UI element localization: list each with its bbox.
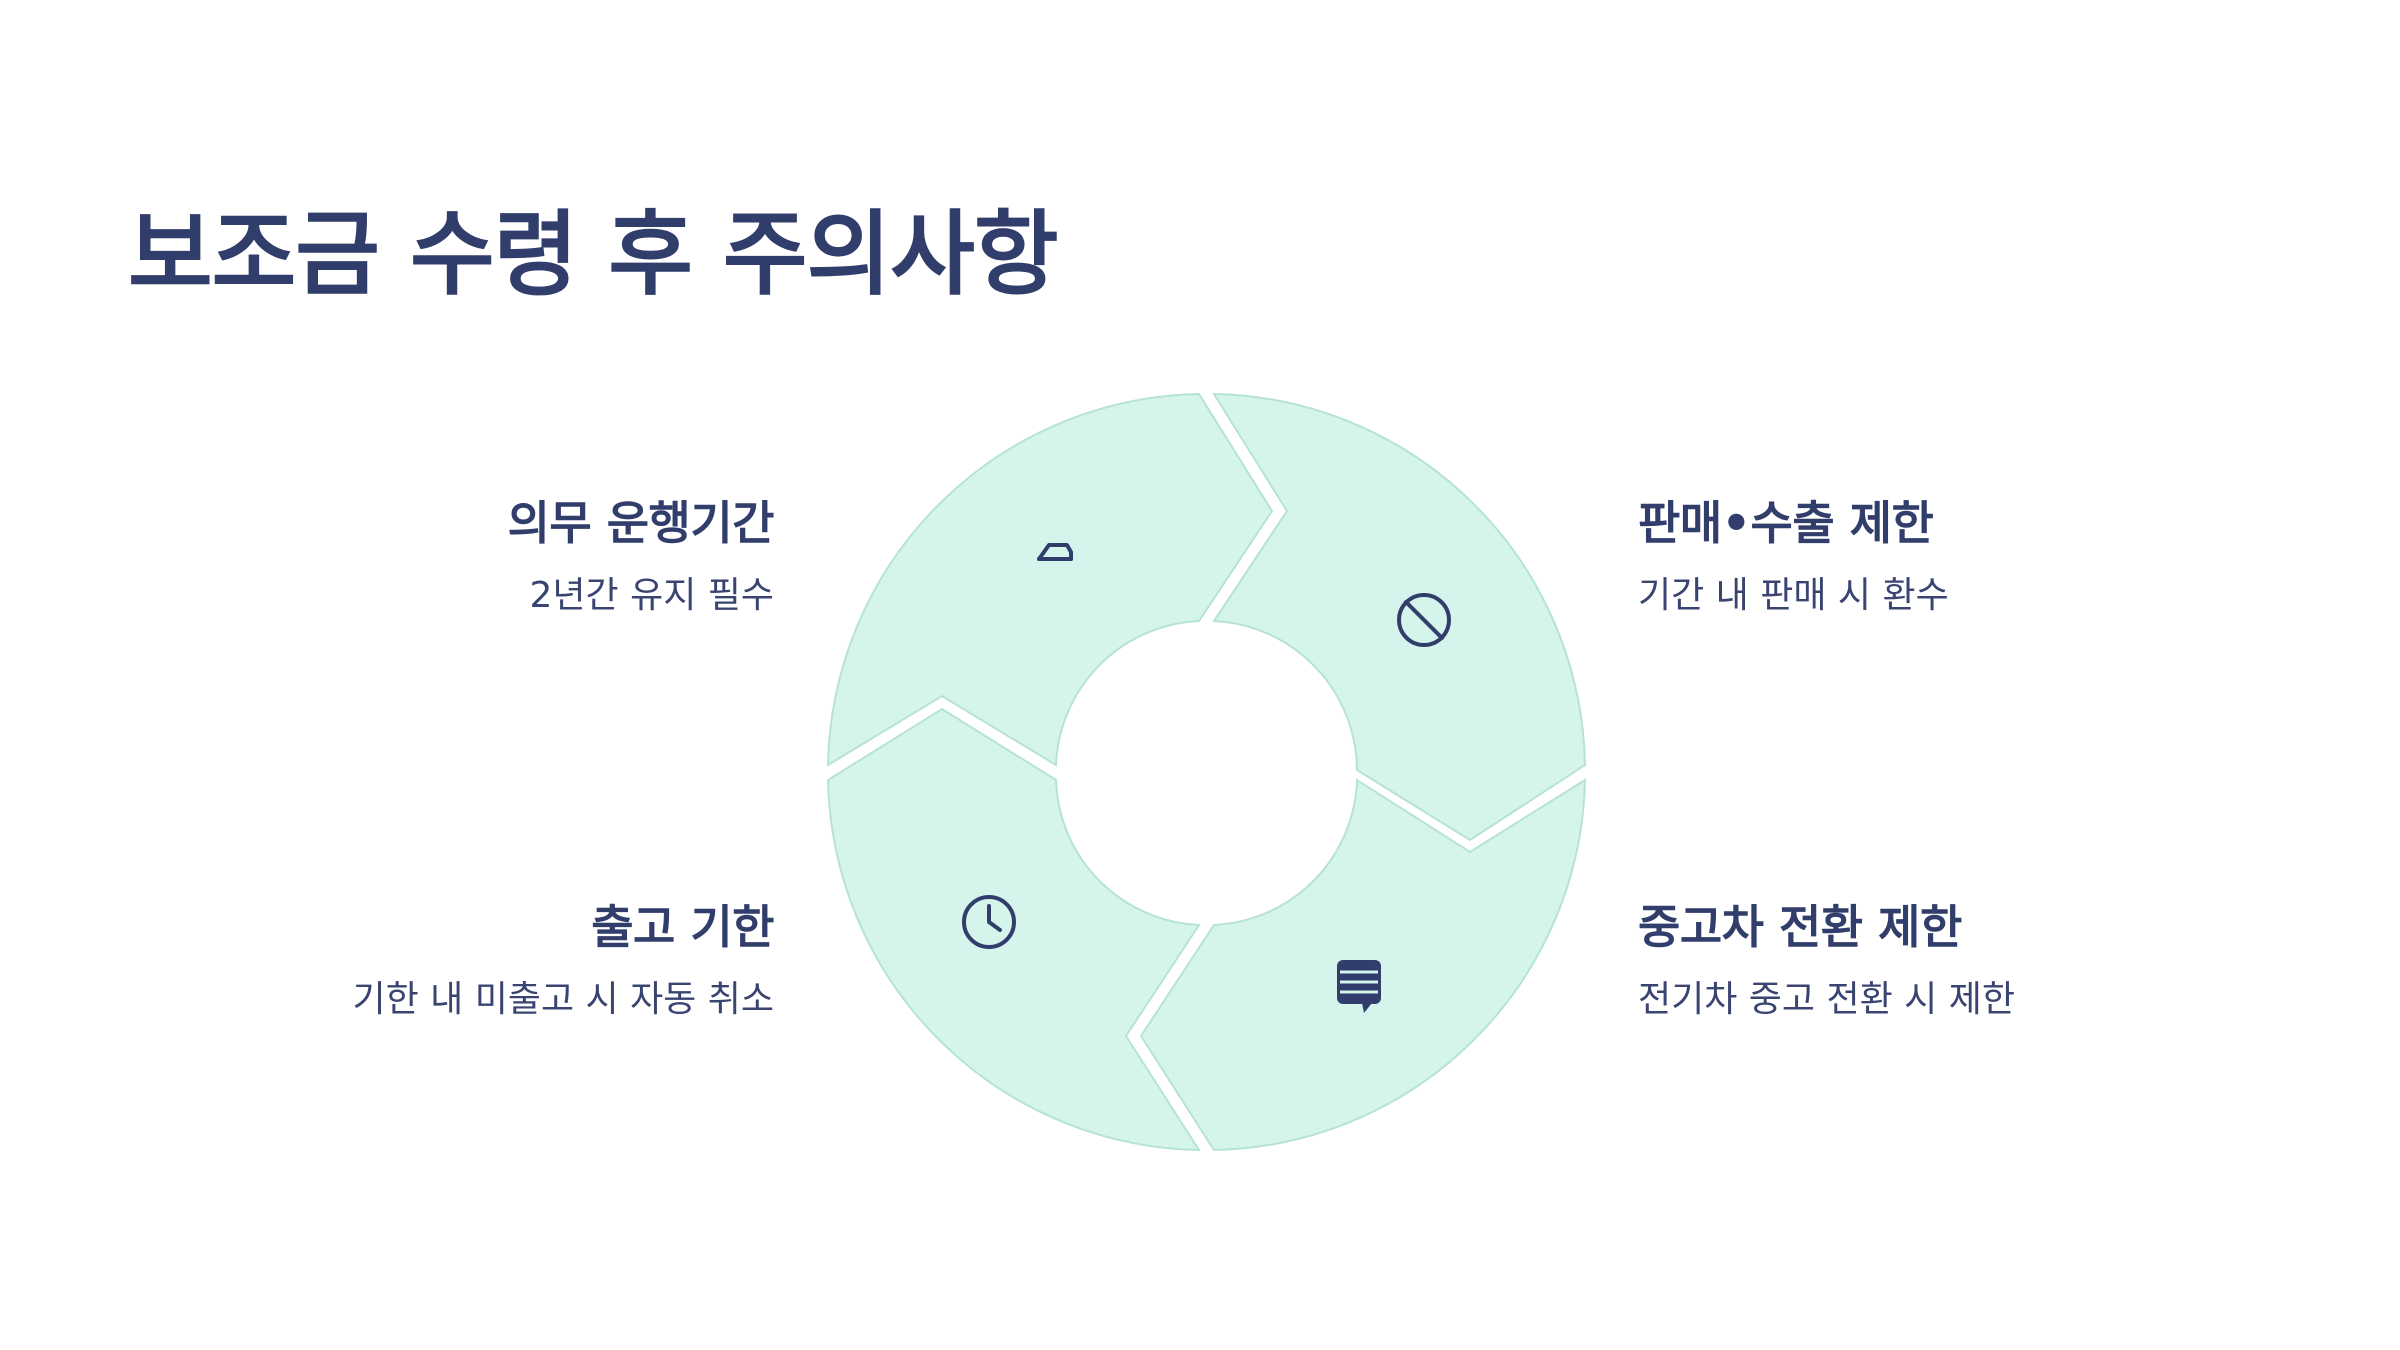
step-description: 2년간 유지 필수: [529, 575, 774, 617]
cycle-segment-mandatory-period: [826, 392, 1274, 767]
step-title: 출고 기한: [591, 900, 774, 954]
step-description: 기한 내 미출고 시 자동 취소: [352, 979, 774, 1021]
step-title: 중고차 전환 제한: [1638, 900, 1962, 954]
no-entry-icon: [1397, 593, 1451, 647]
step-sale-export: 판매•수출 제한 기간 내 판매 시 환수: [1638, 496, 2258, 620]
step-description: 전기차 중고 전환 시 제한: [1638, 979, 2015, 1021]
car-icon: [1037, 543, 1073, 561]
clock-icon: [962, 895, 1016, 949]
step-mandatory-period: 의무 운행기간 2년간 유지 필수: [154, 496, 775, 620]
message-icon: [1337, 960, 1381, 1013]
step-description: 기간 내 판매 시 환수: [1638, 575, 1949, 617]
step-used-car: 중고차 전환 제한 전기차 중고 전환 시 제한: [1638, 900, 2258, 1024]
page-title: 보조금 수령 후 주의사항: [128, 201, 1058, 308]
step-title: 판매•수출 제한: [1638, 496, 1934, 550]
step-title: 의무 운행기간: [507, 496, 775, 550]
step-delivery-deadline: 출고 기한 기한 내 미출고 시 자동 취소: [154, 900, 774, 1024]
